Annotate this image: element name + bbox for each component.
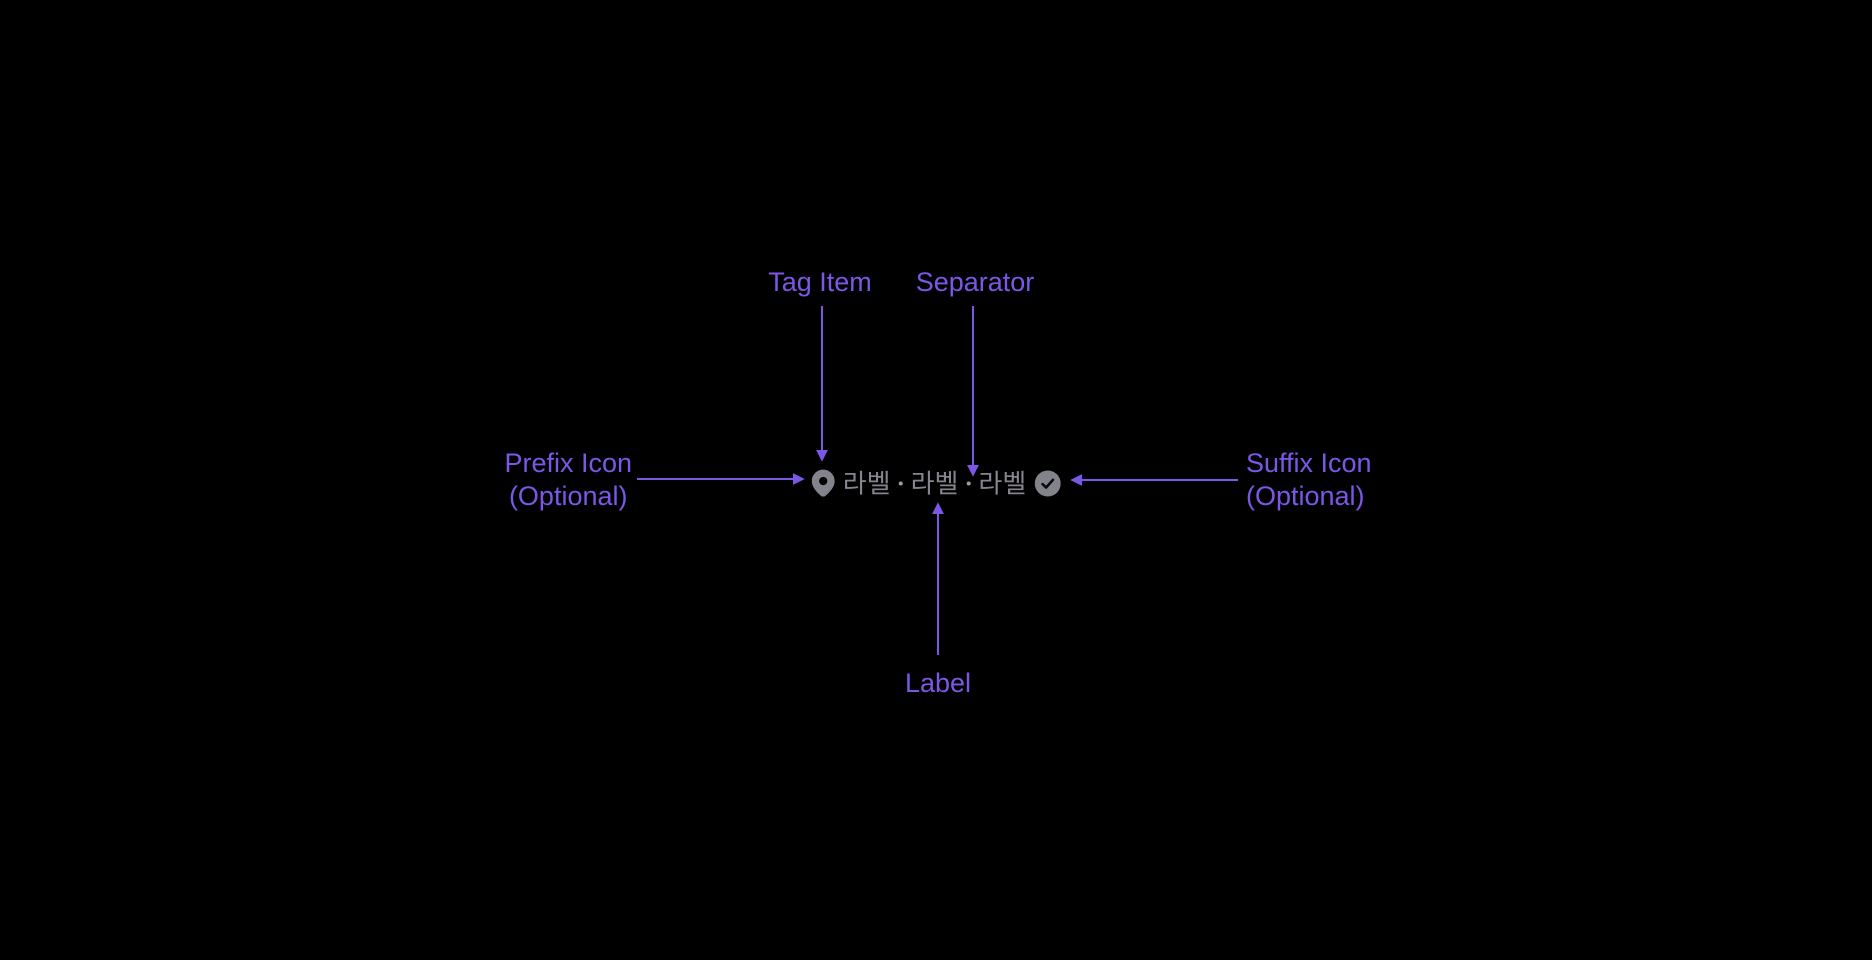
- tag-label: 라벨: [910, 468, 959, 498]
- tag-label: 라벨: [842, 468, 891, 498]
- tag-separator-dot: [898, 481, 903, 485]
- annotation-suffix-icon-line1: Suffix Icon: [1246, 448, 1372, 478]
- check-circle-icon: [1034, 470, 1061, 496]
- annotation-separator: Separator: [915, 267, 1035, 297]
- tag-component: 라벨 라벨 라벨: [811, 468, 1061, 498]
- annotation-suffix-icon-line2: (Optional): [1246, 481, 1365, 511]
- tag-separator-dot: [966, 481, 971, 485]
- annotation-label: Label: [904, 668, 972, 698]
- annotation-prefix-icon-line2: (Optional): [508, 481, 628, 511]
- annotation-prefix-icon-line1: Prefix Icon: [504, 448, 632, 478]
- location-pin-icon: [811, 469, 835, 497]
- tag-label: 라벨: [978, 468, 1027, 498]
- annotation-prefix-icon: Prefix Icon (Optional): [504, 447, 632, 513]
- annotation-suffix-icon: Suffix Icon (Optional): [1246, 447, 1372, 513]
- annotation-tag-item: Tag Item: [768, 267, 872, 297]
